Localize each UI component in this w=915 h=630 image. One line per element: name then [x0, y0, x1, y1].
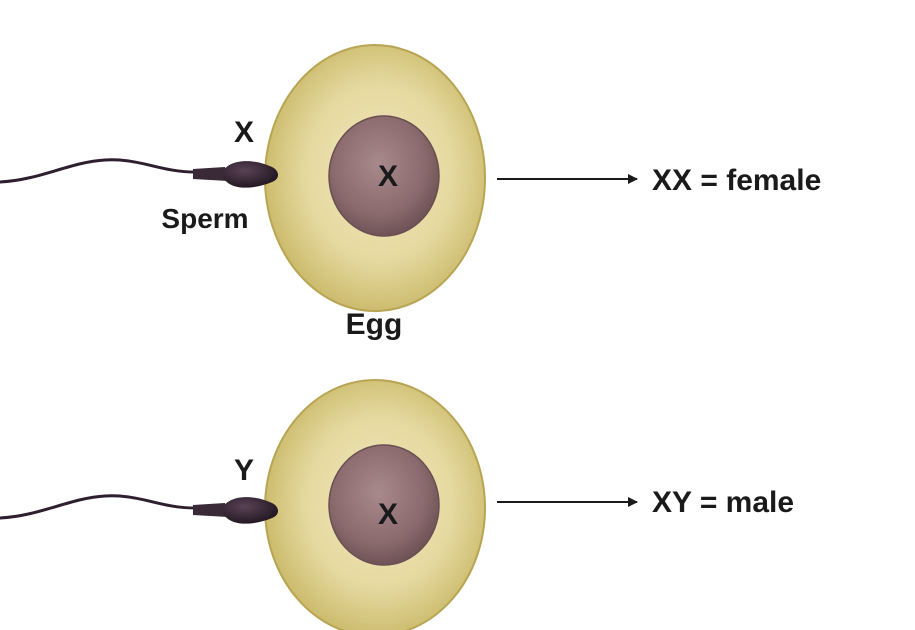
sperm [0, 496, 278, 524]
sperm-label: Sperm [161, 203, 248, 234]
panel-female: X X Sperm Egg XX = female [0, 45, 821, 341]
panel-male: X Y XY = male [0, 380, 794, 630]
sperm-chromosome-label: X [234, 116, 254, 149]
sperm-tail [0, 496, 195, 518]
sperm [0, 160, 278, 188]
result-label: XX = female [652, 164, 821, 197]
sperm-chromosome-label: Y [234, 454, 254, 487]
result-label: XY = male [652, 486, 794, 519]
egg-chromosome-label: X [378, 498, 398, 531]
egg-chromosome-label: X [378, 160, 398, 193]
egg-label: Egg [346, 308, 403, 341]
sperm-tail [0, 160, 195, 182]
